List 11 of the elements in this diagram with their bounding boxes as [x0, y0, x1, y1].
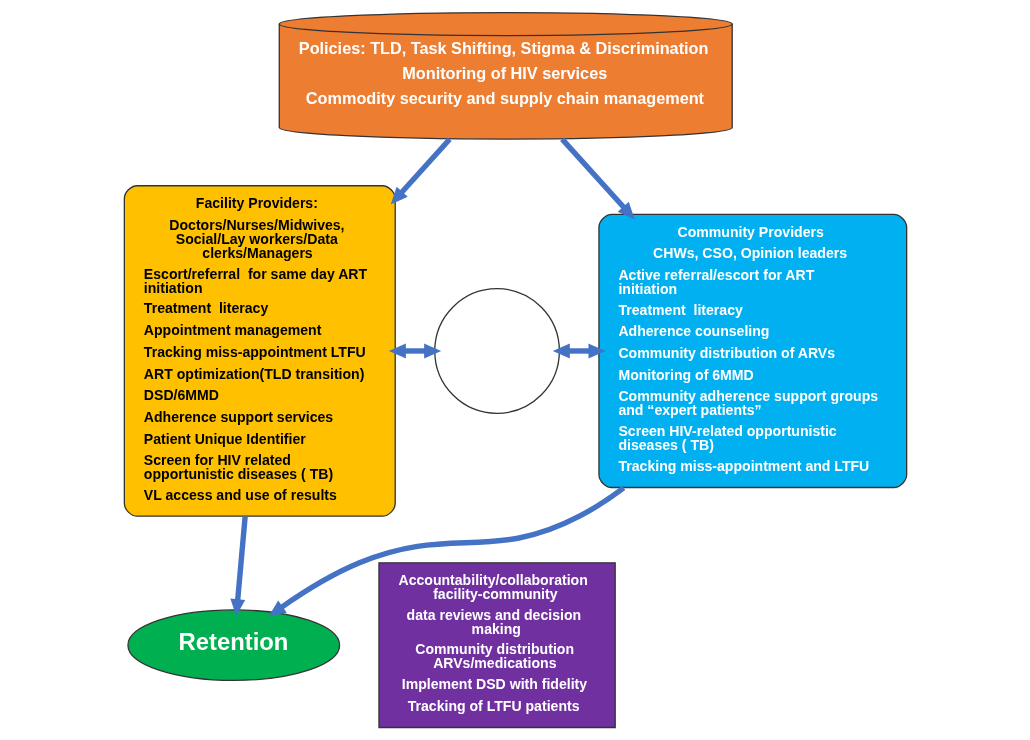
node-box: Accountability/collaboration facility-community data reviews and decision making Community distribution ARVs/medications Implement DSD with fidelity Tracking of LTFU patients — [377, 562, 616, 729]
arrow — [390, 137, 452, 205]
arrow — [268, 485, 625, 617]
arrow — [388, 343, 441, 359]
arrow — [552, 343, 606, 359]
arrow — [559, 137, 635, 220]
node-circle — [433, 288, 560, 414]
node-ellipse: Retention — [126, 609, 340, 682]
node-box: Community Providers CHWs, CSO, Opinion leaders Active referral/escort for ART initiation Treatment literacy Adherence counseling Community distribution of ARVs Monitoring of 6MMD Community adherence support groups and “expert patients” Screen HIV-related opportunistic diseases ( TB) Tracking miss-appointment and LTFU — [597, 213, 907, 489]
arrow — [229, 516, 248, 617]
node-box: Facility Providers: Doctors/Nurses/Midwives, Social/Lay workers/Data clerks/Managers Escort/referral for same day ART initiation Treatment literacy Appointment management Tracking miss-appointment LTFU ART optimization(TLD transition) DSD/6MMD Adherence support services Patient Unique Identifier Screen for HIV related opportunistic diseases ( TB) VL access and use of results — [123, 185, 396, 517]
